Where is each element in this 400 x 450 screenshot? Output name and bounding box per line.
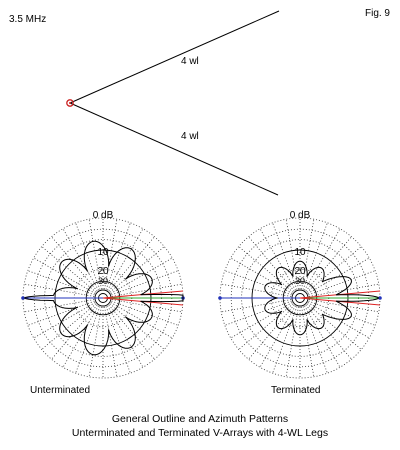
right-ring-label-0db: 0 dB <box>290 210 311 221</box>
feed-point-center <box>69 102 71 104</box>
grid-spoke-300 <box>107 228 144 291</box>
grid-spoke-120 <box>259 305 296 368</box>
grid-spoke-100 <box>88 306 102 377</box>
figure-caption-line-1: General Outline and Azimuth Patterns <box>111 413 289 425</box>
grid-spoke-60 <box>107 305 144 368</box>
reference-dot-left <box>21 296 25 300</box>
grid-spoke-210 <box>230 257 293 294</box>
upper-leg-wire <box>69 10 280 104</box>
grid-spoke-30 <box>110 302 173 339</box>
left-plot-pattern-trace <box>23 240 184 356</box>
grid-spoke-330 <box>110 257 173 294</box>
right-ring-label-30: 30 <box>295 276 305 286</box>
unterminated-azimuth-plot: 0 dB 10 20 30 <box>21 210 185 379</box>
grid-spoke-190 <box>221 283 292 297</box>
grid-spoke-330 <box>307 257 370 294</box>
grid-spoke-80 <box>301 306 315 377</box>
right-ring-label-20: 20 <box>294 266 306 277</box>
terminated-azimuth-plot: 0 dB 10 20 30 <box>218 210 382 379</box>
grid-spoke-240 <box>259 228 296 291</box>
left-ring-label-20: 20 <box>97 266 109 277</box>
figure-label: Fig. 9 <box>364 8 390 19</box>
grid-spoke-190 <box>24 283 95 297</box>
right-plot-caption: Terminated <box>271 385 321 396</box>
grid-spoke-30 <box>307 302 370 339</box>
v-array-outline <box>66 10 280 196</box>
reference-dot-left <box>218 296 222 300</box>
left-ring-label-30: 30 <box>98 276 108 286</box>
reference-dot-right <box>378 296 382 300</box>
grid-spoke-100 <box>285 306 299 377</box>
upper-leg-label: 4 wl <box>181 56 199 67</box>
left-ring-label-0db: 0 dB <box>93 210 114 221</box>
right-plot-pattern-trace <box>264 260 380 336</box>
grid-spoke-150 <box>230 302 293 339</box>
frequency-label: 3.5 MHz <box>9 14 47 25</box>
lower-leg-label: 4 wl <box>181 131 199 142</box>
lower-leg-wire <box>69 102 279 196</box>
left-ring-label-10: 10 <box>97 247 109 258</box>
feed-point-marker <box>66 99 74 107</box>
figure-caption-line-2: Unterminated and Terminated V-Arrays wit… <box>71 427 329 439</box>
left-plot-caption: Unterminated <box>30 385 91 396</box>
right-ring-label-10: 10 <box>294 247 306 258</box>
